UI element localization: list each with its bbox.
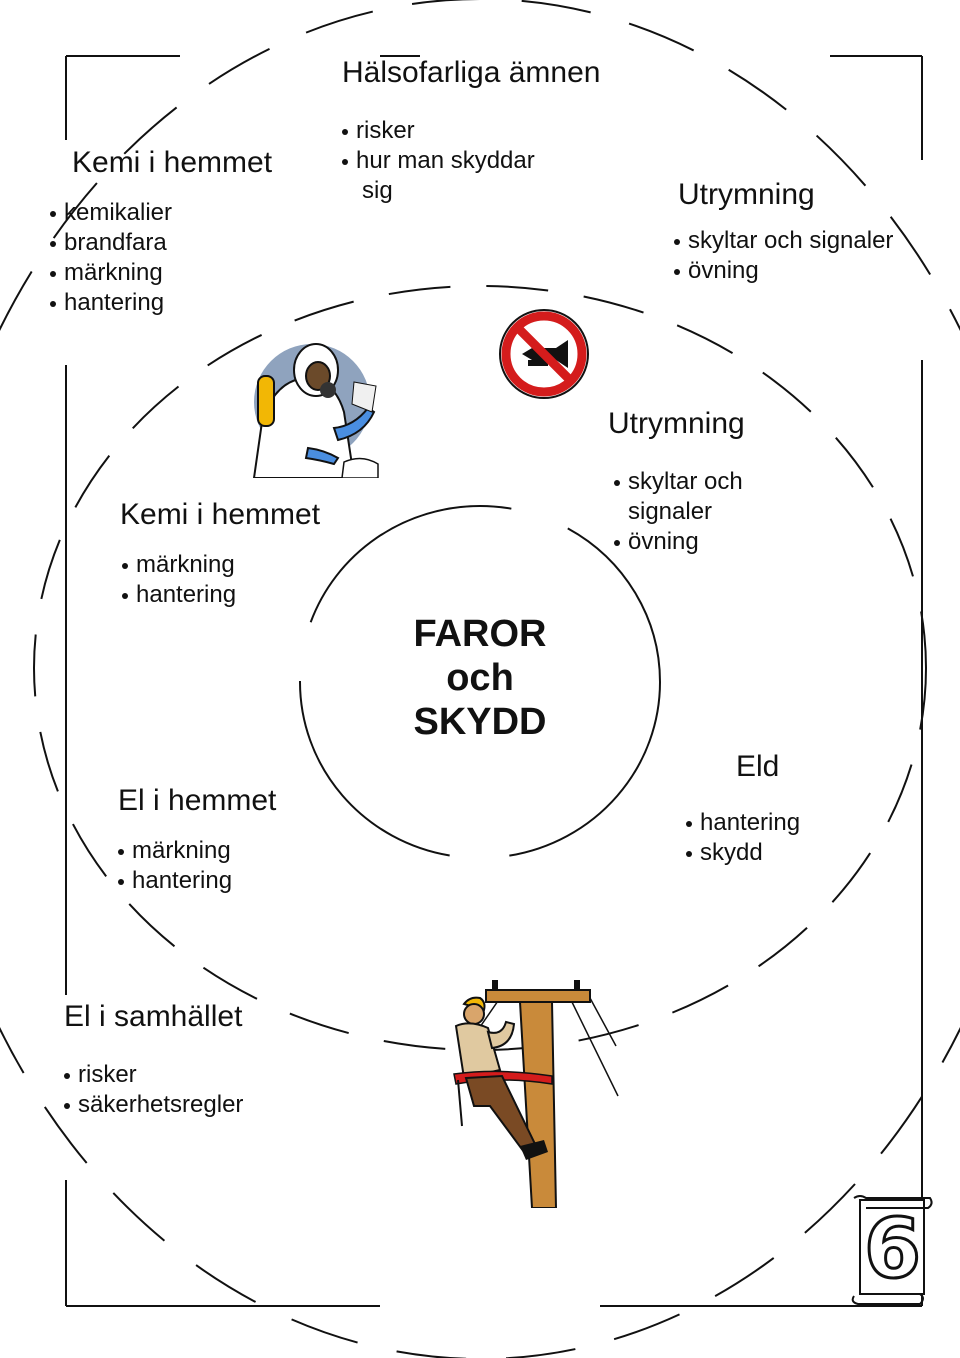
list-item: brandfara bbox=[50, 228, 272, 258]
scroll-icon bbox=[851, 1195, 933, 1305]
block-title: Utrymning bbox=[678, 178, 815, 211]
list-item: hantering bbox=[50, 288, 272, 318]
block-kemi-inner: Kemi i hemmet märkning hantering bbox=[120, 498, 320, 610]
list-item: skydd bbox=[686, 838, 800, 868]
no-horn-sign-icon bbox=[499, 309, 589, 399]
list-item: märkning bbox=[122, 550, 320, 580]
block-title: Kemi i hemmet bbox=[120, 498, 321, 531]
hazmat-worker-icon bbox=[252, 343, 379, 478]
block-utrymning-inner: Utrymning skyltar och signaler övning bbox=[608, 407, 745, 557]
inner-ring bbox=[299, 505, 661, 859]
block-title: El i samhället bbox=[64, 1000, 243, 1033]
list-item: skyltar och signaler bbox=[674, 226, 893, 256]
list-item: hantering bbox=[118, 866, 276, 896]
list-item: signaler bbox=[628, 498, 713, 525]
list-item: hur man skyddar bbox=[342, 146, 600, 176]
block-el-samhallet: El i samhället risker säkerhetsregler bbox=[64, 1000, 243, 1120]
list-item: hantering bbox=[686, 808, 800, 838]
block-title: Utrymning bbox=[608, 407, 745, 440]
lineman-on-pole-icon bbox=[453, 980, 619, 1208]
page-number: 6 bbox=[863, 1201, 923, 1299]
block-title: Hälsofarliga ämnen bbox=[342, 56, 601, 89]
block-utrymning-outer: Utrymning skyltar och signaler övning bbox=[674, 178, 893, 286]
block-eld: Eld hantering skydd bbox=[686, 750, 800, 868]
list-item: risker bbox=[64, 1060, 243, 1090]
middle-ring bbox=[33, 285, 927, 1051]
list-item: sig bbox=[362, 177, 393, 204]
center-line: SKYDD bbox=[413, 701, 547, 743]
block-halsofarliga: Hälsofarliga ämnen risker hur man skydda… bbox=[342, 56, 600, 206]
list-item: risker bbox=[342, 116, 600, 146]
list-item: hantering bbox=[122, 580, 320, 610]
center-title: FAROR och SKYDD bbox=[380, 612, 580, 744]
list-item: övning bbox=[614, 527, 745, 557]
center-line: FAROR bbox=[413, 613, 547, 655]
block-kemi-outer: Kemi i hemmet kemikalier brandfara märkn… bbox=[50, 146, 273, 318]
list-item: skyltar och bbox=[614, 467, 745, 497]
block-title: Eld bbox=[736, 750, 780, 783]
block-title: Kemi i hemmet bbox=[72, 146, 273, 179]
center-line: och bbox=[446, 657, 514, 699]
list-item: märkning bbox=[118, 836, 276, 866]
list-item: märkning bbox=[50, 258, 272, 288]
block-title: El i hemmet bbox=[118, 784, 277, 817]
block-el-hemmet: El i hemmet märkning hantering bbox=[118, 784, 276, 896]
list-item: kemikalier bbox=[50, 198, 272, 228]
list-item: övning bbox=[674, 256, 893, 286]
page-frame bbox=[65, 55, 923, 1307]
list-item: säkerhetsregler bbox=[64, 1090, 243, 1120]
